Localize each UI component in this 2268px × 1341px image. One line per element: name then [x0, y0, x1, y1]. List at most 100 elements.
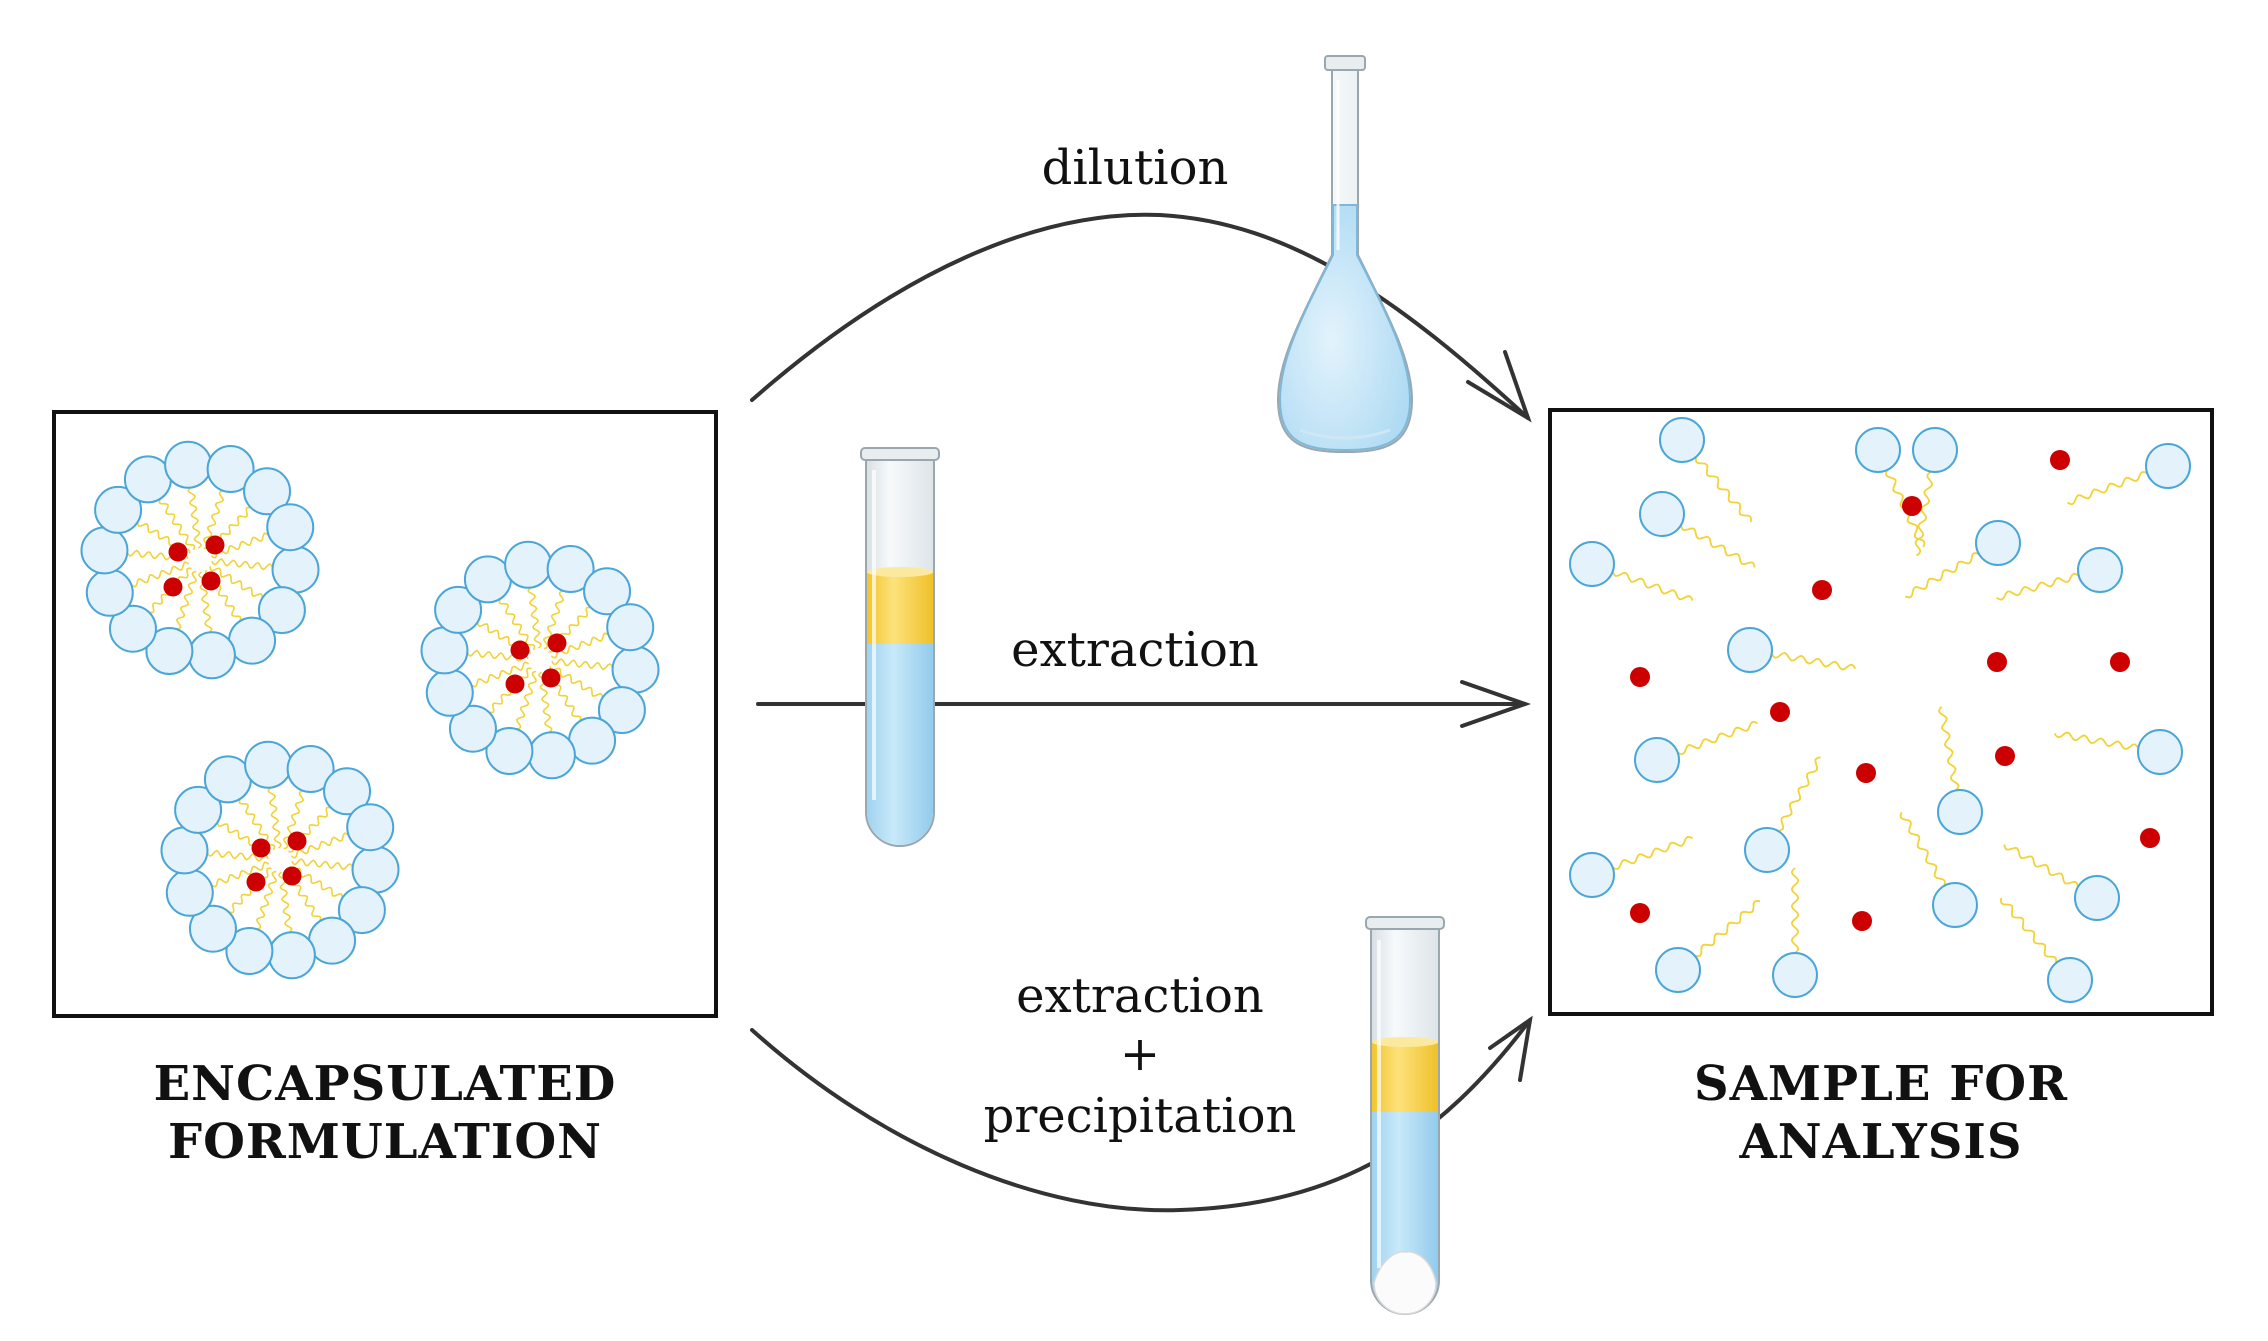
drug-molecule [2050, 450, 2070, 470]
tail-chain [228, 867, 272, 914]
drug-molecule [1856, 763, 1876, 783]
head-group [308, 916, 357, 965]
tail-chain [2067, 471, 2148, 506]
drug-molecule [541, 668, 561, 688]
free-surfactant-head [1655, 947, 1701, 993]
dilution-arrow [750, 212, 1532, 423]
head-group [160, 826, 209, 875]
head-group [80, 526, 129, 575]
tail-chain [543, 590, 565, 650]
drug-molecule [246, 872, 266, 892]
head-group [123, 455, 172, 504]
encapsulated-formulation-title-line2: FORMULATION [168, 1114, 602, 1170]
head-group [165, 868, 214, 917]
drug-molecule [1770, 702, 1790, 722]
head-group [228, 616, 277, 665]
head-group [174, 785, 223, 834]
drug-molecule [1812, 580, 1832, 600]
tail-chain [466, 649, 529, 662]
head-group [346, 803, 395, 852]
head-group [504, 540, 553, 589]
dilution-label: dilution [1041, 140, 1229, 196]
drug-molecule [1852, 911, 1872, 931]
head-group [243, 467, 292, 516]
tail-chain [1694, 899, 1761, 958]
head-group [266, 503, 315, 552]
free-surfactant-head [2074, 875, 2120, 921]
tail-chain [1938, 706, 1960, 791]
tail-chain [203, 490, 225, 550]
head-group [420, 626, 469, 675]
drug-molecule [2140, 828, 2160, 848]
drug-molecule [1987, 652, 2007, 672]
free-surfactant-head [1975, 520, 2021, 566]
tail-chain [1899, 812, 1946, 887]
head-group [425, 668, 474, 717]
free-surfactant-head [1634, 737, 1680, 783]
head-group [108, 604, 157, 653]
head-group [568, 716, 617, 765]
head-group [527, 731, 576, 780]
sample-for-analysis-box [1548, 408, 2214, 1016]
free-surfactant-head [2077, 547, 2123, 593]
tail-chain [130, 561, 190, 588]
head-group [485, 726, 534, 775]
head-group [448, 704, 497, 753]
encapsulated-formulation-box [52, 410, 718, 1018]
tail-chain [158, 498, 196, 551]
tail-chain [1612, 835, 1693, 870]
head-group [597, 686, 646, 735]
free-surfactant-head [1744, 827, 1790, 873]
drug-molecule [1630, 903, 1650, 923]
free-surfactant-head [1659, 417, 1705, 463]
tail-chain [1914, 470, 1934, 557]
head-group [546, 545, 595, 594]
head-group [606, 603, 655, 652]
head-group [85, 568, 134, 617]
free-surfactant-head [1569, 541, 1615, 587]
sample-for-analysis-title-line1: SAMPLE FOR [1694, 1056, 2068, 1112]
head-group [206, 445, 255, 494]
drug-molecule [205, 535, 225, 555]
free-surfactant-head [1932, 882, 1978, 928]
free-surfactant-head [1772, 952, 1818, 998]
drug-molecule [547, 633, 567, 653]
head-group [225, 926, 274, 975]
tail-chain [206, 849, 269, 862]
drug-molecule [1995, 746, 2015, 766]
tail-chain [549, 666, 604, 699]
extraction-precipitation-label-plus: + [1119, 1026, 1161, 1082]
tail-chain [255, 870, 277, 930]
drug-molecule [505, 674, 525, 694]
head-group [271, 545, 320, 594]
tail-chain [289, 866, 344, 899]
tail-chain [470, 661, 530, 688]
tail-chain [209, 566, 264, 599]
head-group [434, 585, 483, 634]
head-group [351, 845, 400, 894]
drug-molecule [2110, 652, 2130, 672]
tail-chain [551, 658, 614, 671]
head-group [164, 440, 213, 489]
drug-molecule [251, 838, 271, 858]
free-surfactant-head [1937, 789, 1983, 835]
extraction-label: extraction [1011, 622, 1259, 678]
micelle [420, 540, 660, 780]
tail-chain [1680, 524, 1756, 568]
head-group [611, 645, 660, 694]
head-group [187, 631, 236, 680]
free-surfactant-head [1727, 627, 1773, 673]
drug-molecule [1630, 667, 1650, 687]
tail-chain [1905, 552, 1980, 599]
tail-chain [515, 670, 537, 730]
micelle-group [80, 440, 660, 980]
extraction-precipitation-label-line1: extraction [1016, 968, 1264, 1024]
tail-chain [210, 861, 270, 888]
tail-chain [1777, 756, 1821, 832]
head-group [257, 586, 306, 635]
head-group [583, 567, 632, 616]
head-group [244, 740, 293, 789]
drug-molecule [201, 571, 221, 591]
drug-molecule [287, 831, 307, 851]
tail-chain [290, 832, 350, 859]
